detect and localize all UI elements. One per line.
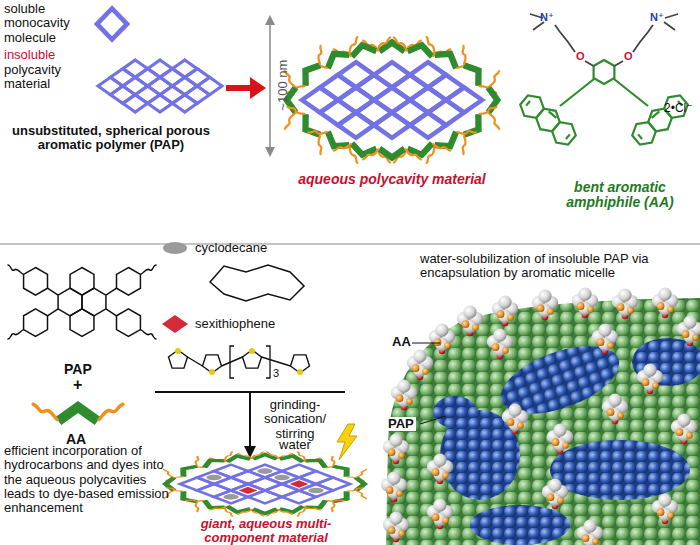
counterion-label: 2•Cl⁻ bbox=[664, 102, 693, 115]
component-label: PAP bbox=[64, 362, 92, 377]
atom-label: O bbox=[624, 50, 633, 62]
benzene-ring bbox=[594, 60, 615, 84]
leader-line bbox=[420, 416, 446, 424]
right-chain bbox=[614, 14, 678, 66]
space-filling-model bbox=[381, 288, 700, 545]
monocavity-diamond bbox=[97, 9, 127, 40]
leader-line bbox=[412, 343, 440, 344]
annotation-text: water-solubilization of insoluble PAP vi… bbox=[420, 252, 700, 281]
component-label: cyclodecane bbox=[195, 241, 267, 255]
red-arrow-head bbox=[250, 77, 266, 99]
aa-layer bbox=[386, 298, 700, 545]
lightning-bolt bbox=[337, 424, 357, 460]
material-name: giant, aqueous multi-component material bbox=[178, 517, 354, 545]
pap-lattice bbox=[302, 62, 482, 138]
dimension-label: ~100 nm bbox=[276, 55, 290, 115]
size-arrow-head bbox=[265, 147, 275, 157]
condition-label: grinding-sonication/ stirring bbox=[256, 398, 334, 441]
aa-symbol bbox=[33, 404, 123, 421]
annotation-text: polycavity material bbox=[4, 63, 86, 92]
pap-structure bbox=[7, 265, 156, 339]
amphiphile-shell bbox=[285, 37, 499, 163]
plus-sign: + bbox=[73, 376, 82, 394]
annotation-text: insoluble bbox=[4, 48, 55, 62]
material-name: unsubstituted, spherical porous aromatic… bbox=[0, 124, 222, 153]
annotation-text: efficient incorporation of hydrocarbons … bbox=[4, 444, 176, 515]
panel-divider bbox=[0, 243, 700, 245]
multicomponent-material bbox=[164, 452, 366, 516]
left-chain bbox=[530, 14, 594, 66]
callout-label: PAP bbox=[386, 417, 416, 431]
bond bbox=[614, 79, 648, 106]
red-arrow-shaft bbox=[226, 85, 252, 91]
sexithiophene-symbol bbox=[162, 315, 188, 333]
size-arrow-head bbox=[265, 15, 275, 25]
amphiphile-shell bbox=[164, 452, 366, 516]
pap-lattice bbox=[180, 465, 350, 504]
condition-label: water bbox=[256, 438, 334, 452]
cyclodecane-symbol bbox=[163, 242, 187, 254]
atom-label: N⁺ bbox=[650, 11, 664, 23]
bond bbox=[560, 79, 594, 106]
size-arrow bbox=[269, 22, 271, 150]
material-name: bent aromatic amphiphile (AA) bbox=[540, 180, 700, 211]
material-name: aqueous polycavity material bbox=[282, 172, 502, 187]
cyclodecane-ring bbox=[210, 265, 304, 301]
atom-label: O bbox=[576, 50, 585, 62]
component-label: sexithiophene bbox=[195, 317, 275, 331]
pap-core bbox=[433, 332, 700, 545]
aa-structure bbox=[516, 60, 691, 149]
anthracene bbox=[516, 91, 579, 149]
head-groups bbox=[381, 288, 700, 545]
callout-label: AA bbox=[392, 335, 411, 349]
atom-label: N⁺ bbox=[540, 11, 554, 23]
subscript-number: 3 bbox=[273, 367, 279, 379]
annotation-text: soluble monocavity molecule bbox=[4, 2, 86, 45]
aqueous-polycavity bbox=[285, 37, 499, 163]
process-arrow bbox=[155, 392, 345, 448]
sexithiophene-structure bbox=[169, 346, 310, 378]
pap-lattice bbox=[98, 60, 222, 112]
anthracene bbox=[628, 91, 691, 149]
